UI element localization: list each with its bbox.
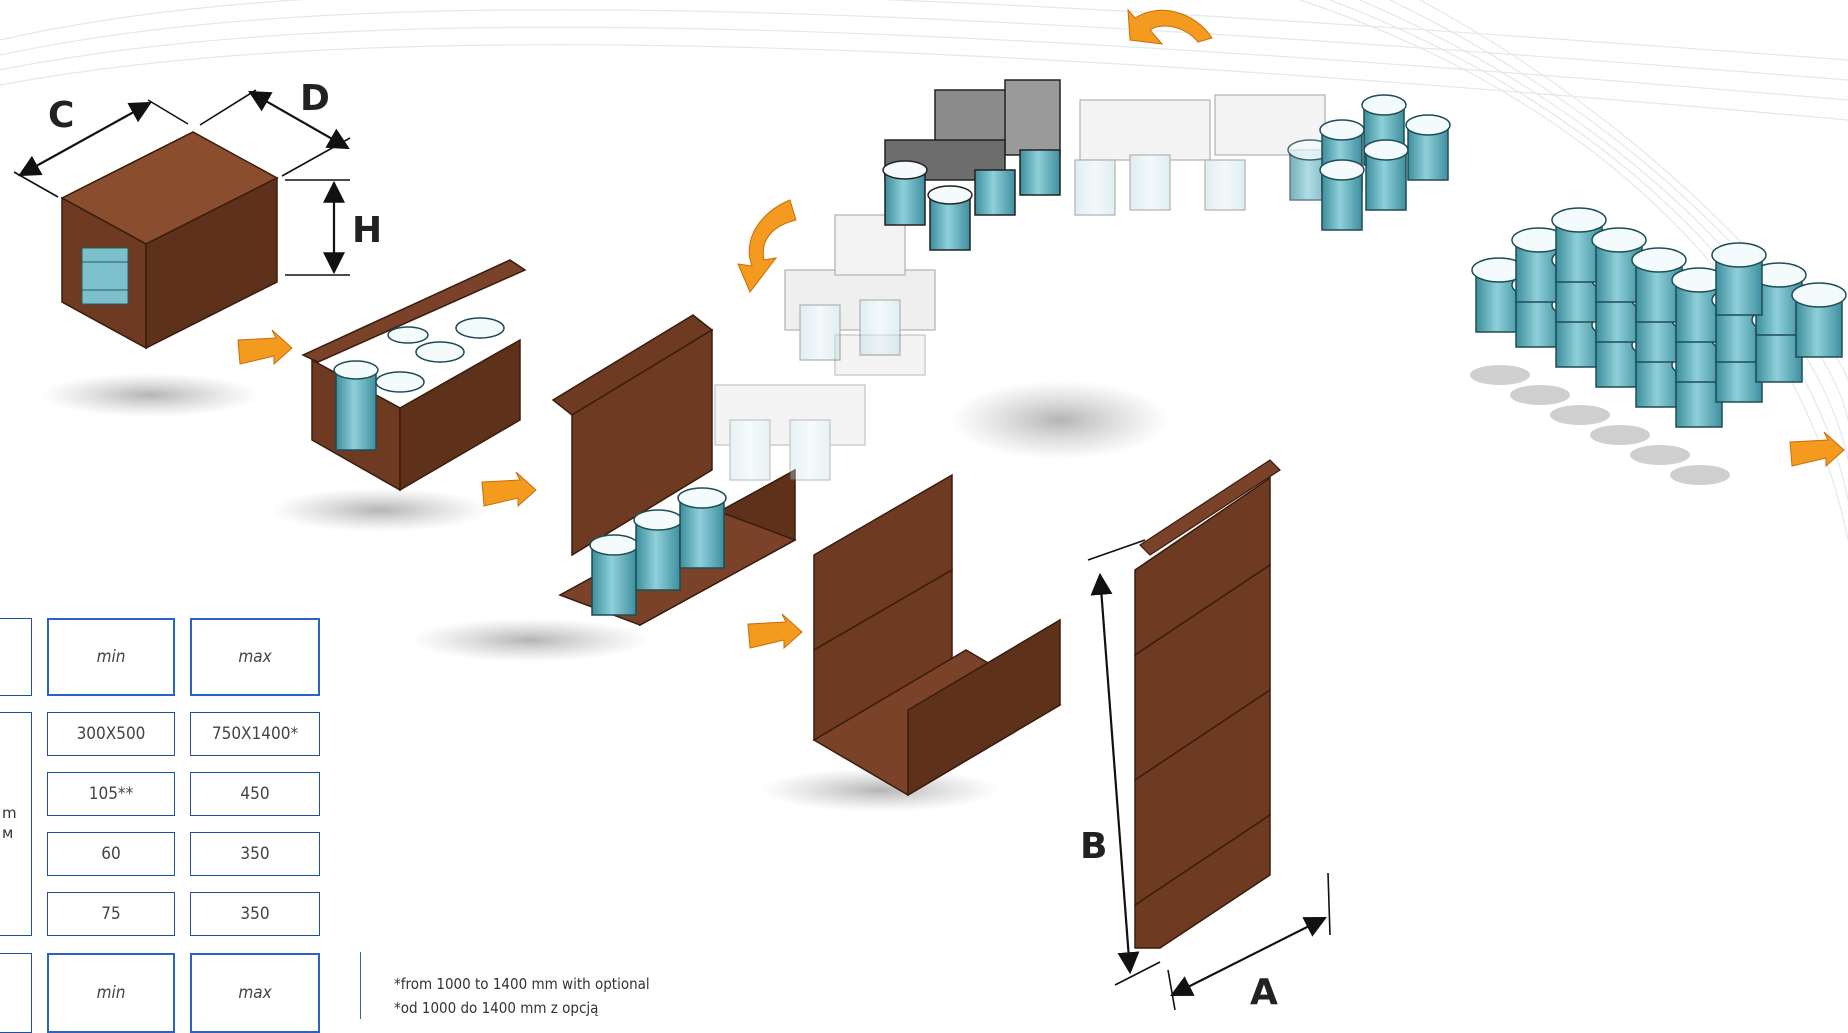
table-cell-min: 75	[47, 892, 175, 936]
table-cell-max: 450	[190, 772, 320, 816]
table-header-max: max	[190, 953, 320, 1033]
arc-shadow	[950, 380, 1170, 460]
flat-blank	[1135, 460, 1280, 948]
label-d: D	[300, 78, 330, 119]
incoming-pots	[1470, 208, 1846, 485]
table-left-fragment: m	[2, 804, 17, 822]
gripper-ghost	[1075, 95, 1325, 215]
flow-arrow-icon	[748, 614, 802, 648]
table-header-min: min	[47, 953, 175, 1033]
table-header-min: min	[47, 618, 175, 696]
table-cell-max: 350	[190, 832, 320, 876]
footnote-pl: *od 1000 do 1400 mm z opcją	[394, 999, 598, 1017]
open-box-filling	[410, 315, 795, 662]
dimension-h: H	[285, 180, 382, 275]
table-left-column-top	[0, 618, 32, 696]
footnote-en: *from 1000 to 1400 mm with optional	[394, 975, 650, 993]
table-header-max: max	[190, 618, 320, 696]
label-h: H	[352, 210, 382, 251]
table-cell-min: 60	[47, 832, 175, 876]
table-left-column-bottom	[0, 953, 32, 1033]
label-c: C	[48, 95, 74, 136]
table-cell-max: 350	[190, 892, 320, 936]
closed-box	[40, 132, 277, 417]
label-a: A	[1250, 972, 1278, 1013]
table-cell-max: 750X1400*	[190, 712, 320, 756]
table-left-fragment: м	[2, 824, 13, 842]
flow-arrow-icon	[482, 472, 536, 506]
gripper-solid	[883, 80, 1060, 250]
table-cell-min: 300X500	[47, 712, 175, 756]
folding-blank	[760, 475, 1060, 812]
table-cell-min: 105**	[47, 772, 175, 816]
footnote-divider	[360, 952, 361, 1019]
label-b: B	[1080, 826, 1107, 867]
flow-arrow-icon	[238, 330, 292, 364]
